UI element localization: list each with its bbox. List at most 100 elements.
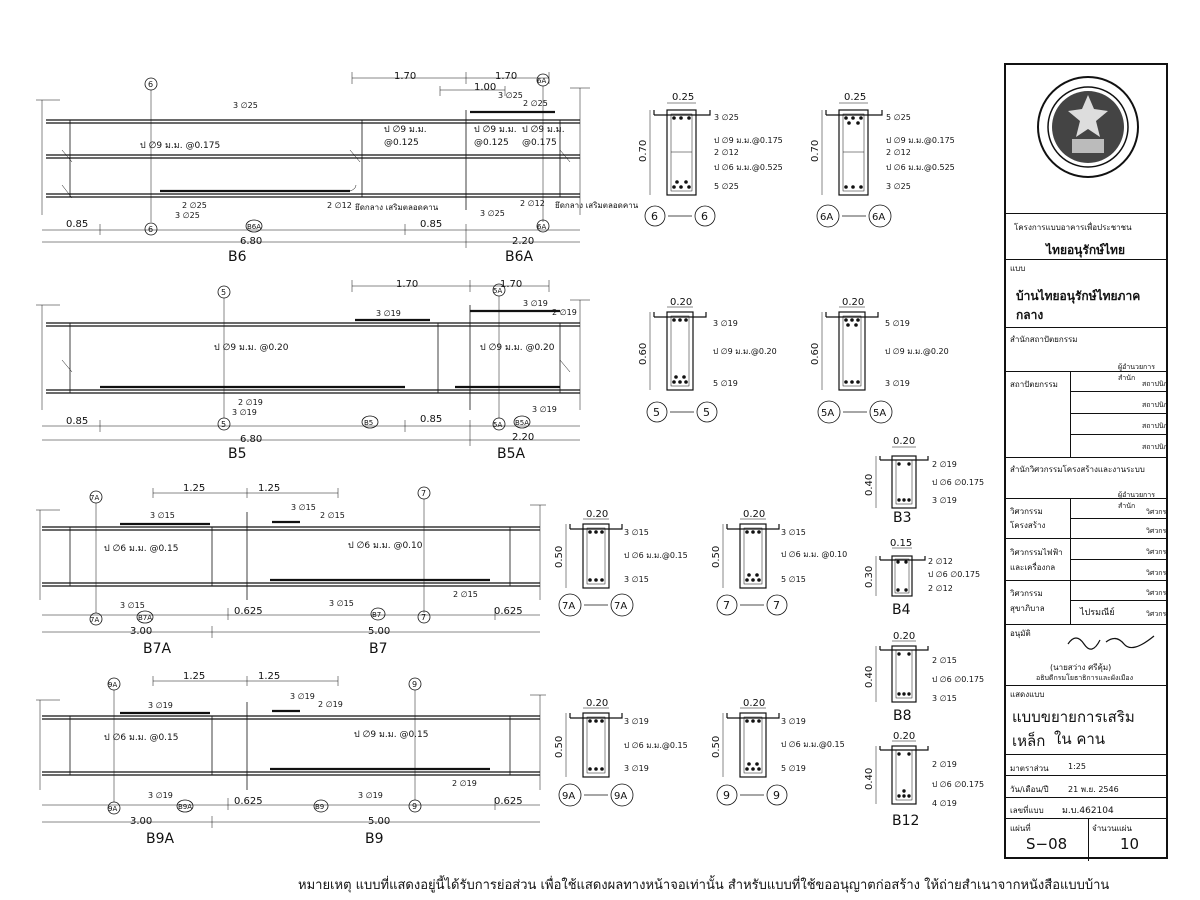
- section-marker: 6: [148, 80, 153, 89]
- architect-role: สถาปนิก: [1142, 380, 1168, 388]
- stirrup-label: ป ∅9 ม.ม.: [384, 125, 427, 135]
- title-block: โครงการแบบอาคารเพื่อประชาชน ไทยอนุรักษ์ไ…: [1004, 63, 1168, 861]
- cut-label: 9: [723, 789, 730, 802]
- section-depth: 0.50: [554, 546, 565, 568]
- beam-name: B6: [228, 249, 247, 265]
- architect-label: สถาปัตยกรรม: [1010, 380, 1058, 389]
- section-depth: 0.70: [638, 140, 649, 162]
- director-title: ผู้อำนวยการสำนัก: [1118, 363, 1155, 382]
- dim-label: 1.25: [183, 483, 205, 494]
- architect-role: สถาปนิก: [1142, 401, 1168, 409]
- bar-label: 3 ∅15: [150, 511, 175, 520]
- section-marker: 6: [148, 225, 153, 234]
- section-width: 0.20: [586, 509, 608, 520]
- section-width: 0.25: [844, 92, 866, 103]
- beam-tag: B9A: [178, 803, 192, 811]
- section-width: 0.20: [893, 731, 915, 742]
- beam-elevation-b9: 1.25 1.25 9A 9 9A B9A B9 9 3 ∅19 3 ∅19 2…: [36, 671, 546, 847]
- section-depth: 0.70: [810, 140, 821, 162]
- section-9-9: 0.20 0.50 3 ∅19 ป ∅6 ม.ม.@0.15 5 ∅19 9 9: [711, 698, 845, 806]
- cut-label: 5A: [821, 408, 834, 419]
- drawing-name: บ้านไทยอนุรักษ์ไทยภาคกลาง: [1016, 289, 1141, 322]
- number-label: เลขที่แบบ: [1010, 806, 1044, 815]
- scale-label: มาตราส่วน: [1010, 764, 1049, 773]
- section-stirrup: ป ∅6 ม.ม.@0.525: [714, 163, 783, 172]
- sanitary-label-1: วิศวกรรม: [1010, 589, 1043, 598]
- dim-label: 1.25: [258, 483, 280, 494]
- section-5a-5a: 0.20 0.60 5 ∅19 ป ∅9 ม.ม.@0.20 3 ∅19 5A …: [810, 297, 949, 424]
- section-stirrup: ป ∅6 ม.ม.@0.15: [624, 741, 688, 750]
- section-bottom-bar: 5 ∅19: [781, 764, 806, 773]
- bar-label: 2 ∅19: [452, 779, 477, 788]
- section-marker: 9: [412, 680, 417, 689]
- dim-label: 0.85: [66, 219, 88, 230]
- section-name: B3: [893, 510, 912, 526]
- section-top-bar: 5 ∅19: [885, 319, 910, 328]
- bar-label: 3 ∅19: [290, 692, 315, 701]
- bar-label: 3 ∅25: [498, 91, 523, 100]
- section-top-bar: 3 ∅19: [781, 717, 806, 726]
- beam-name: B9A: [146, 831, 175, 847]
- engineer-role: วิศวกร: [1146, 610, 1167, 618]
- beam-name: B9: [365, 831, 384, 847]
- section-top-bar: 3 ∅19: [624, 717, 649, 726]
- section-name: B8: [893, 708, 912, 724]
- stirrup-label: @0.175: [522, 138, 557, 148]
- drawing-label: แบบ: [1010, 264, 1026, 273]
- section-stirrup: ป ∅6 ม.ม. @0.10: [781, 550, 847, 559]
- cut-label: 9A: [562, 791, 575, 802]
- section-top-bar: 3 ∅19: [713, 319, 738, 328]
- cut-label: 6: [651, 210, 658, 223]
- dim-label: 3.00: [130, 626, 152, 637]
- section-marker: 9A: [108, 805, 117, 813]
- section-stirrup: ป ∅6 ∅0.175: [932, 675, 984, 684]
- section-top-bar: 2 ∅15: [932, 656, 957, 665]
- stirrup-label: ป ∅6 ม.ม. @0.15: [104, 733, 179, 743]
- engineering-dept: สำนักวิศวกรรมโครงสร้างและงานระบบ: [1010, 465, 1145, 474]
- dim-1-70-a: 1.70: [394, 71, 416, 82]
- section-marker: 5A: [493, 421, 502, 429]
- dim-label: 0.85: [420, 219, 442, 230]
- bar-label: 2 ∅15: [320, 511, 345, 520]
- section-top-bar: 3 ∅15: [781, 528, 806, 537]
- section-bottom-bar: 2 ∅12: [928, 584, 953, 593]
- beam-name: B7: [369, 641, 388, 657]
- section-bottom-bar: 3 ∅19: [885, 379, 910, 388]
- section-bottom-bar: 3 ∅19: [932, 496, 957, 505]
- dim-label: 5.00: [368, 816, 390, 827]
- dim-1-00: 1.00: [474, 82, 496, 93]
- section-bottom-bar: 5 ∅19: [713, 379, 738, 388]
- engineer-role: วิศวกร: [1146, 569, 1167, 577]
- dim-label: 0.625: [234, 796, 263, 807]
- section-depth: 0.60: [638, 343, 649, 365]
- cut-label: 6A: [872, 212, 885, 223]
- section-stirrup: ป ∅6 ∅0.175: [932, 780, 984, 789]
- beam-elevation-b5: 1.70 1.70 5 5A 5 B5 5A B5A 3 ∅19 3 ∅19 2…: [36, 279, 590, 462]
- show-title-1: แบบขยายการเสริมเหล็ก: [1012, 708, 1135, 750]
- bar-label: 3 ∅15: [291, 503, 316, 512]
- section-stirrup: ป ∅6 ม.ม.@0.525: [886, 163, 955, 172]
- section-9a-9a: 0.20 0.50 3 ∅19 ป ∅6 ม.ม.@0.15 3 ∅19 9A …: [554, 698, 688, 807]
- project-name: ไทยอนุรักษ์ไทย: [1046, 243, 1125, 257]
- section-depth: 0.30: [864, 566, 875, 588]
- section-depth: 0.50: [711, 546, 722, 568]
- beam-tag: B5A: [515, 419, 529, 427]
- beam-tag: B6A: [247, 223, 261, 231]
- cut-label: 9A: [614, 791, 627, 802]
- section-5-5: 0.20 0.60 3 ∅19 ป ∅9 ม.ม.@0.20 5 ∅19 5 5: [638, 297, 777, 423]
- section-marker: 9A: [108, 681, 117, 689]
- bar-label: 3 ∅19: [376, 309, 401, 318]
- section-bottom-bar: 3 ∅25: [886, 182, 911, 191]
- structural-label-1: วิศวกรรม: [1010, 507, 1043, 516]
- beam-tag: B9: [315, 803, 324, 811]
- section-side-bar: 2 ∅12: [714, 148, 739, 157]
- bar-label: 3 ∅15: [120, 601, 145, 610]
- section-marker: 7A: [90, 616, 99, 624]
- section-bottom-bar: 3 ∅15: [624, 575, 649, 584]
- section-stirrup: ป ∅6 ∅0.175: [928, 570, 980, 579]
- section-marker: 7A: [90, 494, 99, 502]
- section-marker: 7: [421, 613, 426, 622]
- section-marker: 9: [412, 802, 417, 811]
- beam-name: B7A: [143, 641, 172, 657]
- section-depth: 0.60: [810, 343, 821, 365]
